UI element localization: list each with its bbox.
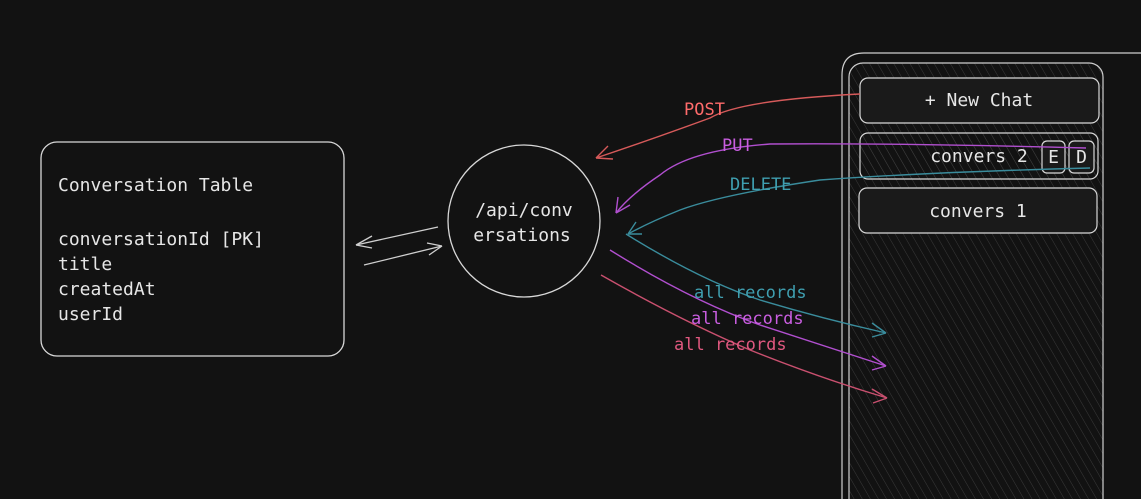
put-arrow-line	[615, 143, 1087, 214]
response-arrow-line	[609, 249, 887, 367]
arrow-to-table	[355, 226, 439, 246]
put-label: PUT	[722, 136, 753, 156]
conversation-item-label[interactable]: convers 1	[929, 201, 1027, 222]
conversation-item-label[interactable]: convers 2	[930, 146, 1028, 167]
delete-arrow-line	[627, 167, 1091, 235]
table-api-arrows	[355, 226, 443, 266]
api-label-line2: ersations	[473, 225, 571, 246]
api-endpoint-node: /api/conv ersations	[447, 144, 601, 298]
post-arrow-head	[595, 145, 614, 160]
delete-request-arrow	[627, 167, 1091, 235]
delete-arrow-head	[627, 221, 642, 235]
conversation-item[interactable]: convers 1	[858, 187, 1098, 234]
api-circle	[447, 144, 601, 298]
new-chat-button[interactable]: + New Chat	[859, 77, 1100, 124]
edit-button[interactable]	[1041, 140, 1066, 174]
new-chat-label[interactable]: + New Chat	[925, 90, 1033, 111]
table-field: title	[58, 254, 112, 275]
table-field: conversationId [PK]	[58, 229, 264, 250]
response-arrow-teal	[625, 233, 887, 338]
delete-button[interactable]	[1068, 140, 1095, 174]
post-label: POST	[684, 100, 725, 120]
put-arrow-head	[615, 196, 631, 214]
table-field: createdAt	[58, 279, 156, 300]
response-label: all records	[674, 335, 787, 355]
arrow-to-api	[363, 245, 443, 266]
response-label: all records	[691, 309, 804, 329]
table-title: Conversation Table	[58, 175, 253, 196]
response-label: all records	[694, 283, 807, 303]
put-request-arrow	[615, 143, 1087, 214]
response-arrow-pink	[600, 274, 888, 404]
conversation-table: Conversation Table conversationId [PK] t…	[40, 141, 345, 357]
post-request-arrow	[595, 93, 861, 160]
response-arrow-line	[600, 274, 888, 399]
conversation-item-box[interactable]	[858, 187, 1098, 234]
table-box	[40, 141, 345, 357]
response-arrow-head	[871, 322, 887, 338]
delete-label: DELETE	[730, 175, 791, 195]
new-chat-button-box[interactable]	[859, 77, 1100, 124]
response-arrow-head	[871, 388, 888, 404]
edit-button-label[interactable]: E	[1048, 147, 1059, 168]
arrow-to-table-head	[355, 235, 373, 249]
response-arrow-purple	[609, 249, 887, 371]
sidebar-outer-frame	[841, 52, 1141, 499]
sidebar-panel	[848, 62, 1104, 499]
arrow-to-api-head	[426, 242, 443, 256]
response-arrow-head	[871, 355, 887, 371]
chat-sidebar: + New Chat convers 2 E D convers 1	[841, 52, 1141, 499]
delete-button-label[interactable]: D	[1076, 147, 1087, 168]
table-field: userId	[58, 304, 123, 325]
api-label-line1: /api/conv	[475, 200, 573, 221]
post-arrow-line	[595, 93, 861, 159]
response-arrow-line	[625, 233, 887, 334]
